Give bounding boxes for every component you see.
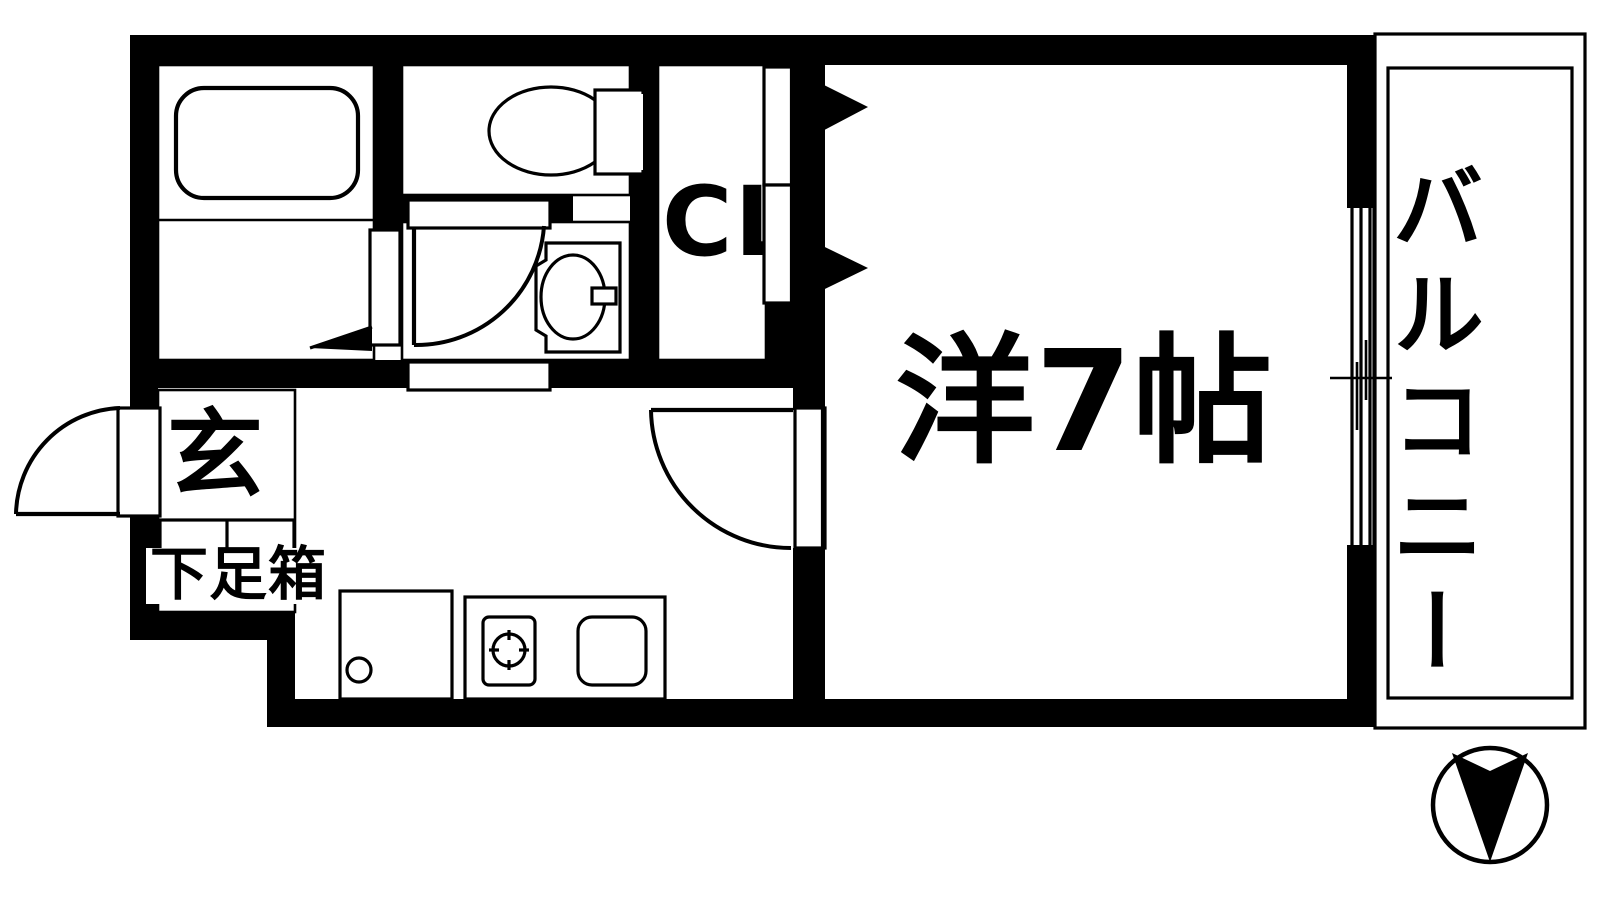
kitchen-sink-basin [576, 615, 648, 687]
balcony-label: バルコニー [1377, 160, 1484, 690]
washbasin-fixture [534, 241, 622, 354]
entrance-label: 玄 [167, 399, 263, 511]
compass-rose [1430, 745, 1550, 865]
balcony-door[interactable] [1330, 208, 1392, 545]
main-room: 洋7帖 [895, 321, 1272, 484]
entrance-door[interactable] [14, 406, 162, 518]
bathtub-fixture [173, 85, 361, 201]
bathroom-door[interactable] [309, 228, 402, 351]
bathroom-unit [156, 63, 402, 362]
closet-door[interactable] [762, 65, 868, 305]
kitchen-counter [463, 595, 667, 701]
toilet-fixture [487, 85, 645, 177]
entrance-area: 玄 下足箱 [14, 388, 327, 614]
main-room-label: 洋7帖 [895, 321, 1272, 484]
shoe-box-label: 下足箱 [150, 540, 327, 608]
toilet-room [400, 63, 645, 197]
washroom-door[interactable] [406, 198, 552, 392]
washroom [400, 198, 632, 392]
gas-stove-burner [489, 630, 529, 670]
closet: CL [656, 63, 868, 362]
refrigerator-space [338, 589, 454, 701]
balcony: バルコニー [1373, 32, 1587, 730]
kitchen-area [338, 589, 667, 701]
main-room-door[interactable] [649, 406, 827, 550]
